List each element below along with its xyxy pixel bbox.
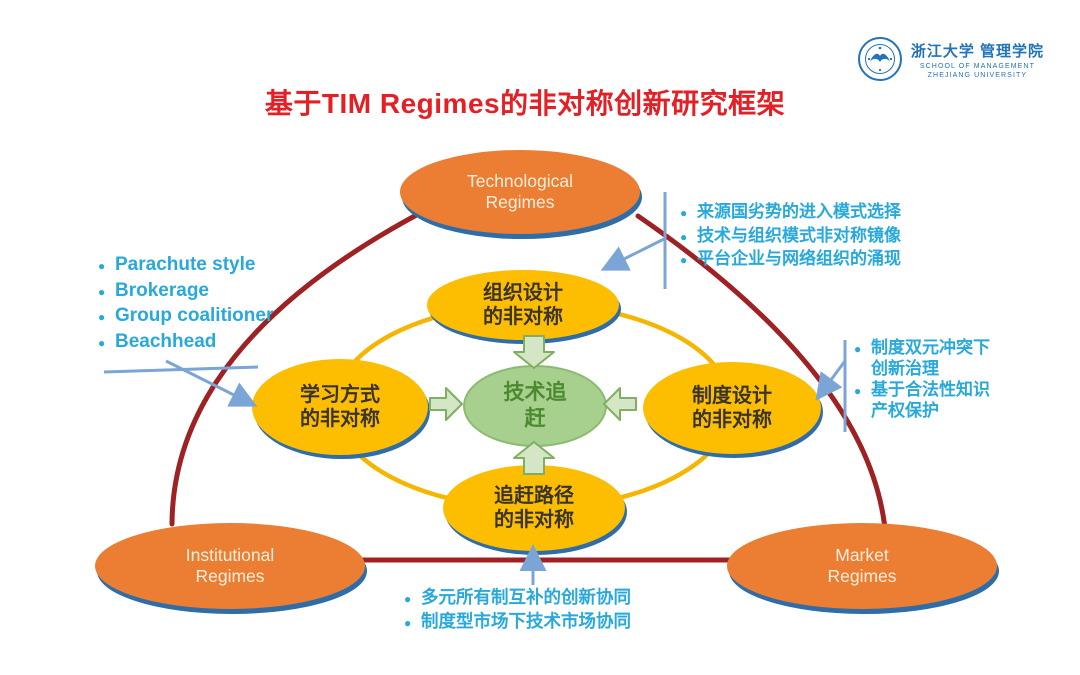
- node-label: Regimes: [827, 566, 897, 586]
- callout-text: Group coalitioner: [115, 305, 274, 326]
- list-item: ● 平台企业与网络组织的涌现: [680, 248, 920, 272]
- node-organization-design-asymmetry: 组织设计 的非对称: [427, 270, 619, 340]
- bullet-icon: ●: [98, 284, 106, 299]
- list-item: ● 制度型市场下技术市场协同: [404, 610, 664, 634]
- callout-text: 基于合法性知识产权保护: [871, 380, 990, 420]
- node-label: Institutional: [185, 544, 275, 565]
- node-technology-catchup-center: 技术追 赶: [463, 365, 607, 447]
- logo-en-line1: SCHOOL OF MANAGEMENT: [919, 62, 1035, 70]
- node-learning-style-asymmetry: 学习方式 的非对称: [252, 359, 428, 455]
- callout-list-left: ● Parachute style ● Brokerage ● Group coali…: [98, 253, 273, 355]
- callout-text: 多元所有制互补的创新协同: [421, 587, 631, 607]
- callout-list-bottom: ● 多元所有制互补的创新协同 ● 制度型市场下技术市场协同: [404, 586, 664, 634]
- logo-text: 浙江大学 管理学院 SCHOOL OF MANAGEMENT ZHEJIANG …: [911, 40, 1044, 79]
- list-item: ● 来源国劣势的进入模式选择: [680, 201, 920, 225]
- bullet-icon: ●: [854, 342, 862, 356]
- list-item: ● 技术与组织模式非对称镜像: [680, 225, 920, 249]
- bullet-icon: ●: [98, 259, 106, 273]
- list-item: ● 制度双元冲突下创新治理: [854, 337, 1000, 379]
- callout-list-right: ● 制度双元冲突下创新治理 ● 基于合法性知识产权保护: [854, 337, 1000, 421]
- bullet-icon: ●: [680, 253, 688, 267]
- blue-arrow-to-institution-design: [815, 360, 847, 401]
- node-label: 制度设计: [692, 384, 772, 407]
- callout-text: Parachute style: [115, 254, 256, 275]
- green-arrow-left-icon: [603, 387, 637, 421]
- green-arrow-down-icon: [513, 335, 555, 369]
- node-label: 学习方式: [300, 383, 380, 406]
- list-item: ● Brokerage: [98, 279, 273, 305]
- node-market-regimes: Market Regimes: [727, 523, 997, 609]
- list-item: ● Parachute style: [98, 253, 273, 279]
- node-label: 的非对称: [692, 409, 772, 431]
- bullet-icon: ●: [98, 310, 106, 324]
- node-label: 的非对称: [483, 306, 563, 328]
- blue-arrow-to-org-design: [600, 237, 665, 271]
- callout-text: 技术与组织模式非对称镜像: [697, 225, 901, 245]
- callout-list-top-right: ● 来源国劣势的进入模式选择 ● 技术与组织模式非对称镜像 ● 平台企业与网络组织的涌…: [680, 201, 920, 272]
- node-institutional-regimes: Institutional Regimes: [95, 523, 365, 609]
- node-label: Regimes: [485, 192, 555, 212]
- node-label: 组织设计: [483, 281, 563, 304]
- bullet-icon: ●: [98, 335, 106, 350]
- zju-seal-icon: [857, 37, 902, 81]
- node-institution-design-asymmetry: 制度设计 的非对称: [643, 362, 821, 454]
- node-label: Regimes: [195, 566, 265, 586]
- page-title: 基于TIM Regimes的非对称创新研究框架: [264, 88, 786, 119]
- bullet-icon: ●: [404, 592, 412, 606]
- callout-text: Beachhead: [115, 330, 217, 352]
- green-arrow-right-icon: [429, 387, 463, 421]
- bullet-icon: ●: [680, 206, 688, 220]
- list-item: ● 基于合法性知识产权保护: [854, 379, 1000, 421]
- node-label: Technological: [466, 170, 574, 191]
- node-label: 追赶路径: [494, 484, 574, 507]
- callout-text: 制度双元冲突下创新治理: [871, 338, 990, 378]
- bullet-icon: ●: [404, 616, 412, 630]
- node-label: 的非对称: [300, 408, 380, 430]
- node-label: 的非对称: [494, 509, 574, 531]
- callout-text: Brokerage: [115, 279, 209, 301]
- node-label: 技术追: [503, 380, 567, 404]
- blue-arrow-to-learning-style: [165, 359, 258, 407]
- logo-en-line2: ZHEJIANG UNIVERSITY: [927, 71, 1028, 79]
- callout-text: 平台企业与网络组织的涌现: [697, 249, 901, 268]
- node-catchup-path-asymmetry: 追赶路径 的非对称: [443, 465, 625, 551]
- list-item: ● Beachhead: [98, 330, 273, 356]
- callout-line-left: [103, 365, 259, 374]
- logo-cn-name: 浙江大学 管理学院: [910, 42, 1044, 60]
- list-item: ● Group coalitioner: [98, 304, 273, 330]
- bullet-icon: ●: [680, 229, 688, 244]
- callout-text: 制度型市场下技术市场协同: [421, 611, 631, 631]
- callout-text: 来源国劣势的进入模式选择: [697, 202, 901, 221]
- bullet-icon: ●: [854, 384, 862, 398]
- university-logo: 浙江大学 管理学院 SCHOOL OF MANAGEMENT ZHEJIANG …: [857, 36, 1044, 82]
- node-technological-regimes: Technological Regimes: [400, 150, 640, 234]
- node-label: Market: [835, 544, 889, 565]
- list-item: ● 多元所有制互补的创新协同: [404, 586, 664, 610]
- node-label: 赶: [524, 407, 546, 430]
